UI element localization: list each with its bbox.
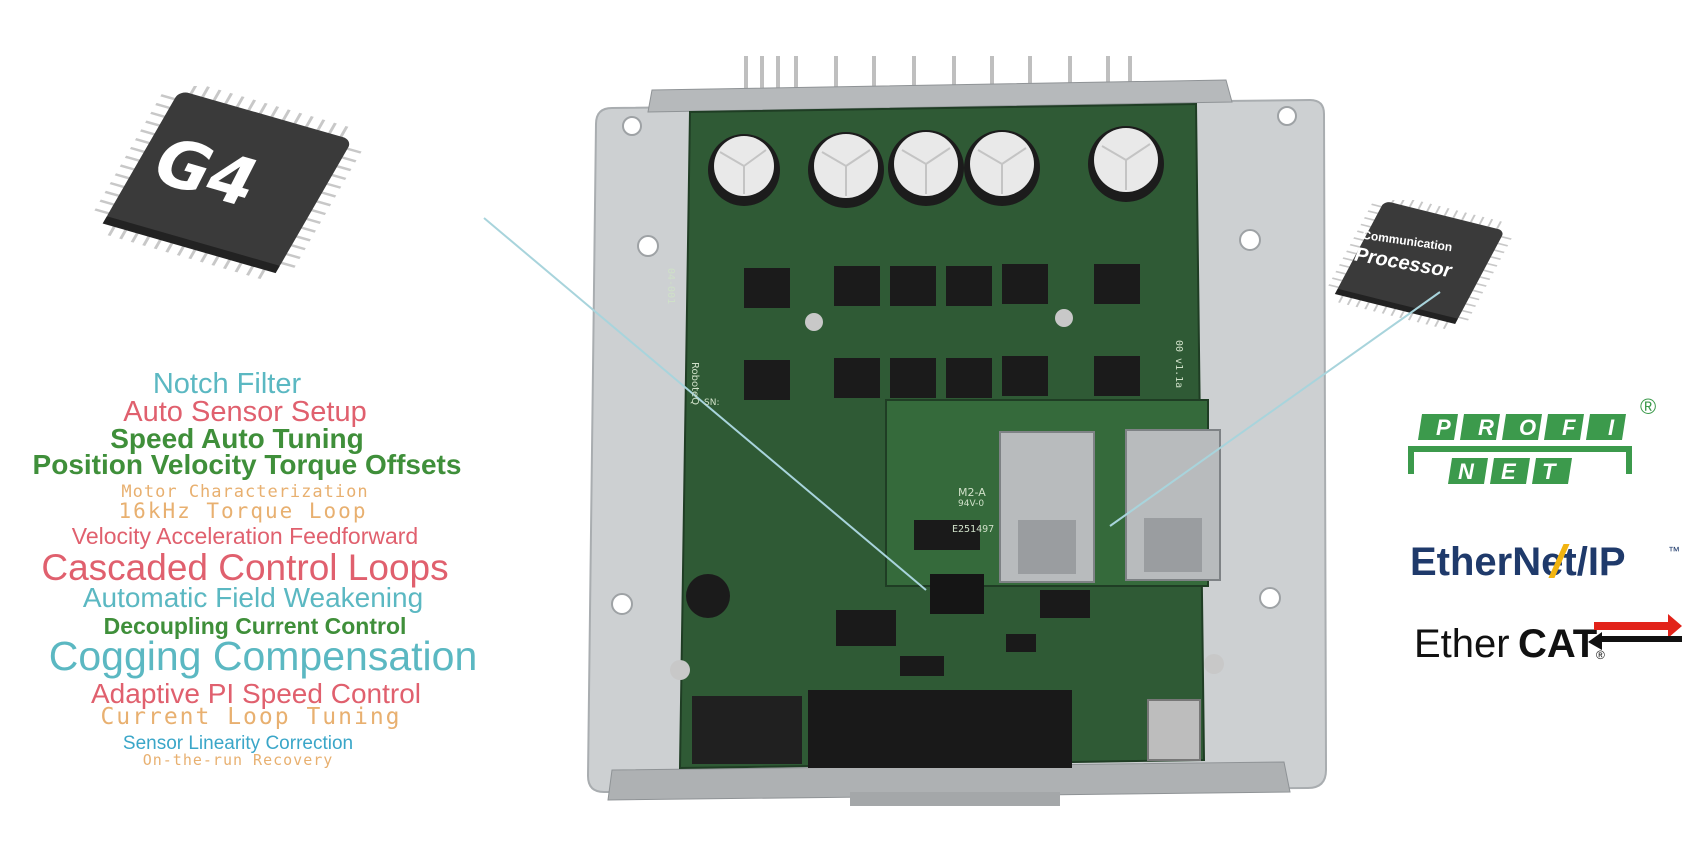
feature-word-cloud: Notch Filter Auto Sensor Setup Speed Aut… bbox=[0, 0, 526, 848]
word-on-the-run-recovery: On-the-run Recovery bbox=[142, 751, 334, 769]
ethercat-text-ether: Ether bbox=[1414, 622, 1510, 666]
word-current-loop-tuning: Current Loop Tuning bbox=[100, 704, 402, 730]
mosfets bbox=[744, 264, 1140, 400]
word-velocity-acceleration-feedforward: Velocity Acceleration Feedforward bbox=[71, 523, 419, 549]
profinet-letter: P bbox=[1436, 415, 1451, 440]
ethernetip-tm: ™ bbox=[1668, 544, 1680, 558]
capacitors bbox=[708, 126, 1164, 208]
profinet-letter: O bbox=[1519, 415, 1537, 440]
word-notch-filter: Notch Filter bbox=[152, 368, 302, 400]
board-marking-ul: 94V-0 bbox=[958, 499, 985, 509]
top-bracket bbox=[647, 79, 1233, 113]
ethercat-registered-mark: ® bbox=[1596, 648, 1605, 662]
profinet-letter: T bbox=[1542, 459, 1556, 484]
terminal-block bbox=[692, 696, 802, 764]
ethernet-jacks bbox=[999, 429, 1221, 583]
ethernetip-text: EtherNet/IP bbox=[1410, 540, 1626, 584]
profinet-letter: R bbox=[1478, 415, 1494, 440]
board-marking-part: E251497 bbox=[952, 524, 995, 535]
word-speed-auto-tuning: Speed Auto Tuning bbox=[110, 423, 364, 454]
db-connector bbox=[808, 690, 1072, 768]
word-automatic-field-weakening: Automatic Field Weakening bbox=[82, 582, 424, 613]
profinet-letter: F bbox=[1562, 415, 1576, 440]
word-16khz-torque-loop: 16kHz Torque Loop bbox=[118, 499, 368, 523]
board-marking-code: 04-001 bbox=[665, 268, 676, 305]
ethercat-text-cat: CAT bbox=[1518, 622, 1598, 666]
ethercat-logo: Ether CAT ® bbox=[1414, 612, 1694, 674]
board-brand: RoboteQ bbox=[689, 362, 700, 406]
g4-chip-icon: G4 bbox=[78, 82, 378, 286]
profinet-letter: I bbox=[1608, 415, 1615, 440]
ethernetip-logo: EtherNet/IP ™ bbox=[1410, 540, 1690, 590]
word-auto-sensor-setup: Auto Sensor Setup bbox=[123, 396, 367, 428]
word-cascaded-control-loops: Cascaded Control Loops bbox=[41, 547, 449, 588]
word-motor-characterization: Motor Characterization bbox=[121, 482, 369, 502]
word-cogging-compensation: Cogging Compensation bbox=[48, 633, 478, 679]
ethercat-arrows-icon bbox=[1588, 614, 1682, 650]
word-decoupling-current-control: Decoupling Current Control bbox=[103, 613, 407, 639]
board-marking-version: 00 v1.1a bbox=[1173, 340, 1184, 389]
profinet-logo: P R O F I N E T ® bbox=[1408, 394, 1658, 510]
main-processor bbox=[930, 574, 984, 614]
board-sn-label: SN: bbox=[704, 398, 720, 408]
terminal-pins bbox=[744, 56, 1132, 90]
board-marking-m2: M2-A bbox=[958, 486, 986, 499]
profinet-letter: N bbox=[1458, 459, 1474, 484]
word-sensor-linearity-correction: Sensor Linearity Correction bbox=[122, 733, 354, 754]
profinet-letter: E bbox=[1501, 459, 1516, 484]
leader-line-comm bbox=[1109, 291, 1441, 527]
profinet-registered-mark: ® bbox=[1640, 394, 1657, 419]
word-position-velocity-torque-offsets: Position Velocity Torque Offsets bbox=[32, 449, 462, 480]
word-adaptive-pi-speed-control: Adaptive PI Speed Control bbox=[91, 678, 421, 709]
communication-processor-chip-icon: Communication Processor bbox=[1320, 194, 1520, 330]
leader-line-g4 bbox=[483, 217, 927, 591]
